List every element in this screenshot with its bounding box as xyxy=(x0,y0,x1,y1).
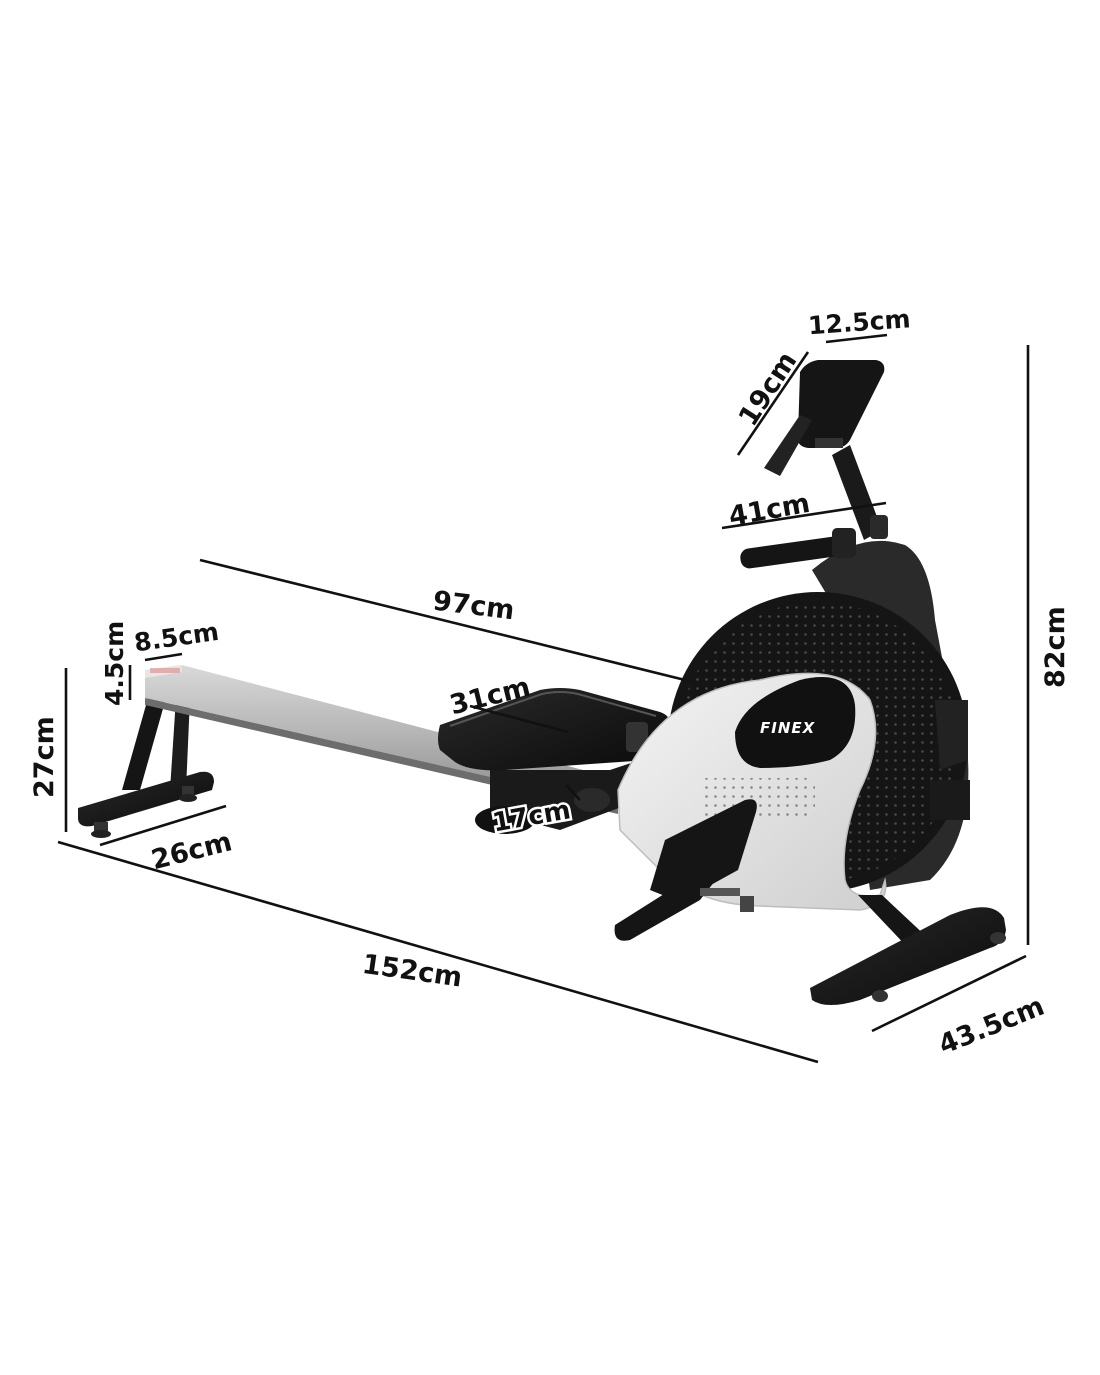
label-rail-thickness: 4.5cm xyxy=(100,621,129,706)
rear-stabilizer xyxy=(78,698,214,838)
label-front-foot-width: 43.5cm xyxy=(934,991,1048,1061)
label-handle-width: 41cm xyxy=(726,488,812,533)
dim-line-overall-length xyxy=(57,840,819,1064)
label-rear-foot-width: 26cm xyxy=(148,826,235,876)
dim-line-seat-length xyxy=(469,704,569,734)
foot-plates xyxy=(614,799,757,941)
label-monitor-width: 12.5cm xyxy=(807,304,911,340)
dim-line-rail-length xyxy=(199,558,686,682)
dim-line-monitor-width xyxy=(825,333,888,344)
dim-line-monitor-height xyxy=(736,351,810,456)
front-stabilizer xyxy=(810,895,1006,1005)
label-rail-width: 8.5cm xyxy=(132,617,220,658)
dim-line-seat-height xyxy=(565,784,581,801)
dimension-lines xyxy=(57,333,1030,1064)
label-height: 82cm xyxy=(1040,606,1071,688)
label-monitor-height: 19cm xyxy=(733,346,804,431)
dim-line-rear-foot-width xyxy=(99,804,227,847)
handle-bar xyxy=(740,528,856,569)
label-rear-height: 27cm xyxy=(29,716,60,798)
rowing-machine: FINEX xyxy=(78,360,1006,1005)
dim-line-front-foot-width xyxy=(871,954,1027,1033)
monitor xyxy=(764,360,888,540)
dim-line-rail-width xyxy=(144,652,183,662)
brand-logo: FINEX xyxy=(760,719,816,737)
dim-line-handle-width xyxy=(721,501,887,530)
